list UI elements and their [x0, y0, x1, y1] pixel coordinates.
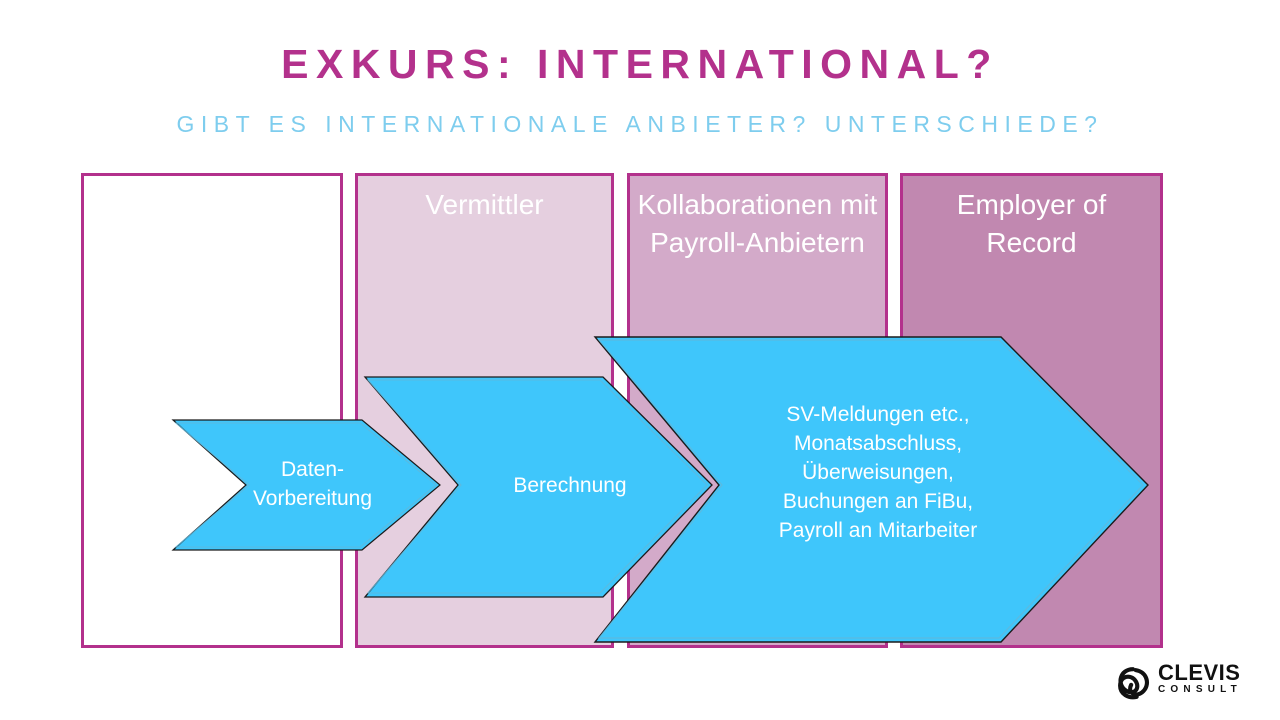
chevron-label-2-line-1: Berechnung — [513, 474, 627, 497]
column-box-vermittler[interactable]: Vermittler — [355, 173, 614, 648]
chevron-label-3-line-5: Payroll an Mitarbeiter — [778, 519, 978, 542]
column-box-1[interactable] — [81, 173, 343, 648]
triquetra-knot-icon — [1118, 667, 1150, 700]
chevron-label-3: SV-Meldungen etc., Monatsabschluss, Über… — [718, 400, 1038, 545]
chevron-label-1: Daten- Vorbereitung — [205, 455, 420, 513]
logo-tagline: CONSULT — [1158, 684, 1242, 695]
column-header-employer-of-record: Employer of Record — [956, 189, 1107, 258]
page-title: EXKURS: INTERNATIONAL? — [281, 41, 999, 87]
logo-name: CLEVIS — [1158, 660, 1241, 685]
column-header-kollaborationen: Kollaborationen mit Payroll-Anbietern — [637, 189, 878, 258]
chevron-label-3-line-1: SV-Meldungen etc., — [786, 403, 970, 426]
chevron-label-3-line-2: Monatsabschluss, — [793, 432, 963, 455]
chevron-label-1-line-1: Daten- — [280, 458, 345, 481]
chevron-label-1-line-2: Vorbereitung — [252, 487, 373, 510]
chevron-label-3-line-3: Überweisungen, — [802, 461, 954, 484]
page-subtitle: GIBT ES INTERNATIONALE ANBIETER? UNTERSC… — [176, 111, 1104, 137]
column-header-vermittler: Vermittler — [425, 189, 544, 220]
chevron-label-3-line-4: Buchungen an FiBu, — [782, 490, 974, 513]
chevron-label-2: Berechnung — [455, 471, 685, 500]
logo-wordmark: CLEVIS CONSULT — [1158, 662, 1242, 696]
clevis-consult-logo: CLEVIS CONSULT — [1110, 660, 1270, 708]
